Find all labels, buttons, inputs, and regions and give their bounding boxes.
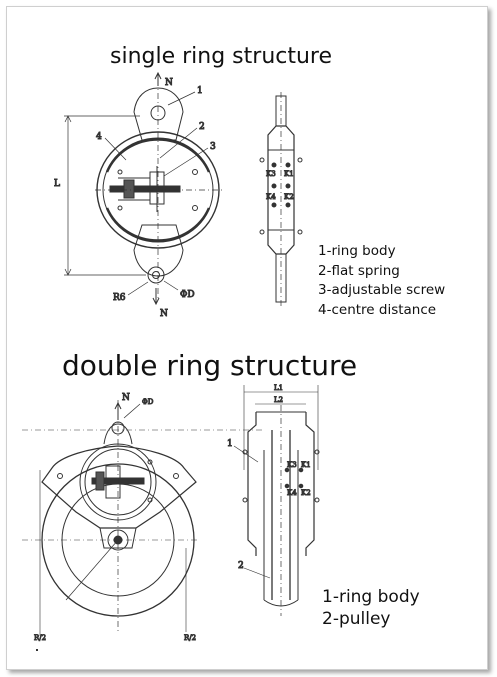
callout-2: 2	[238, 561, 244, 571]
single-ring-front-view: N N L R6 ΦD 1 2 3 4	[54, 71, 225, 320]
legend-item: 1-ring body	[322, 587, 420, 607]
label-n-bottom: N	[160, 309, 168, 319]
legend-item: 1-ring body	[318, 243, 396, 259]
label-diameter: ΦD	[142, 398, 154, 406]
single-ring-legend: 1-ring body 2-flat spring 3-adjustable s…	[318, 242, 445, 320]
double-ring-legend: 1-ring body 2-pulley	[322, 586, 420, 630]
label-l2: L2	[274, 396, 283, 404]
label-n-top: N	[165, 78, 173, 88]
label-length: L	[54, 179, 60, 189]
legend-item: 3-adjustable screw	[318, 282, 446, 298]
callout-4: 4	[96, 132, 102, 142]
label-k2: K2	[301, 489, 311, 497]
label-r-outer: R/2	[184, 634, 196, 642]
double-ring-side-view: L1 L2 K3 K1 K4 K2 1 2	[227, 384, 320, 616]
label-r-inner: R/2	[34, 634, 46, 642]
double-ring-title: double ring structure	[62, 349, 358, 382]
stray-dot	[36, 649, 38, 651]
legend-item: 2-flat spring	[318, 262, 400, 279]
label-n-top: N	[122, 393, 130, 403]
legend-item: 2-pulley	[322, 609, 391, 629]
label-k1: K1	[284, 170, 294, 178]
callout-2: 2	[199, 122, 205, 132]
callout-3: 3	[210, 142, 216, 152]
label-k3: K3	[266, 170, 276, 178]
page-frame	[6, 6, 488, 670]
label-k2: K2	[284, 193, 294, 201]
label-k4: K4	[266, 193, 276, 201]
label-radius: R6	[113, 293, 126, 303]
double-ring-front-view: N ΦD R/2 R/2	[22, 393, 262, 643]
callout-1: 1	[227, 439, 233, 449]
label-l1: L1	[274, 384, 283, 392]
single-ring-title: single ring structure	[110, 44, 333, 69]
callout-1: 1	[197, 86, 203, 96]
label-k1: K1	[301, 461, 311, 469]
single-ring-side-view: K3 K1 K4 K2	[259, 92, 303, 306]
legend-item: 4-centre distance	[318, 301, 437, 318]
label-k3: K3	[287, 461, 297, 469]
label-k4: K4	[287, 489, 297, 497]
label-diameter: ΦD	[180, 290, 195, 300]
